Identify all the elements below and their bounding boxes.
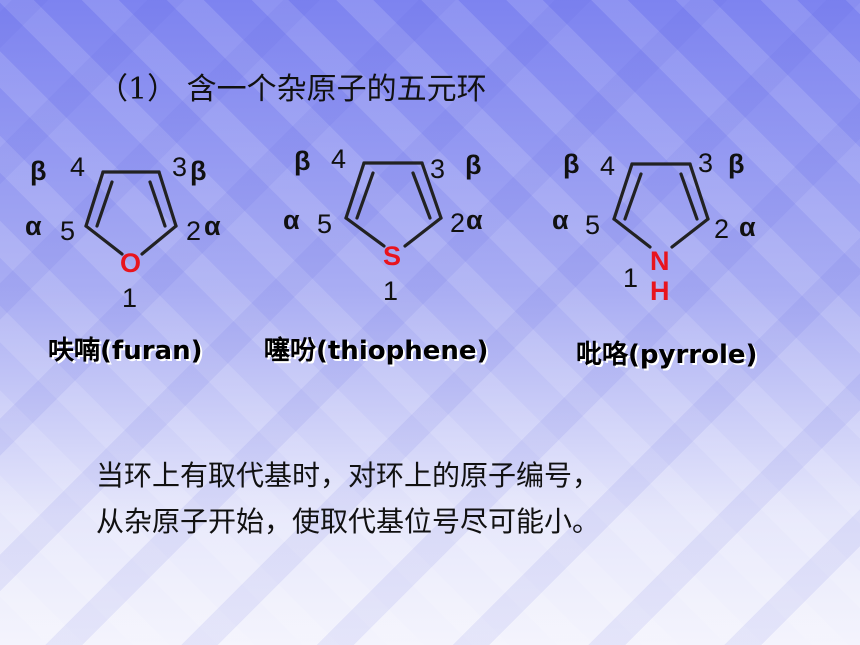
thiophene-sulfur-atom: S: [383, 241, 402, 271]
pyrrole-number-4: 4: [600, 151, 616, 181]
furan-oxygen-atom: O: [120, 248, 142, 278]
furan-ring: [84, 170, 178, 256]
thiophene-beta-right: β: [465, 150, 482, 180]
thiophene-number-4: 4: [331, 144, 347, 174]
furan-number-5: 5: [60, 216, 76, 246]
furan-name: 呋喃(furan): [48, 336, 203, 366]
pyrrole-alpha-right: α: [739, 212, 756, 242]
pyrrole-number-5: 5: [585, 210, 601, 240]
pyrrole-alpha-left: α: [552, 205, 569, 235]
thiophene-beta-left: β: [294, 146, 311, 176]
pyrrole-beta-left: β: [563, 149, 580, 179]
thiophene-alpha-left: α: [283, 205, 300, 235]
furan-beta-left: β: [30, 156, 47, 186]
thiophene-alpha-right: α: [466, 205, 483, 235]
thiophene-name: 噻吩(thiophene): [264, 336, 489, 366]
thiophene-number-1: 1: [383, 276, 399, 306]
furan-alpha-left: α: [25, 211, 42, 241]
furan-number-1: 1: [122, 283, 138, 313]
furan-alpha-right: α: [204, 211, 221, 241]
thiophene-number-2: 2: [450, 208, 466, 238]
pyrrole-beta-right: β: [728, 149, 745, 179]
pyrrole-number-2: 2: [714, 214, 730, 244]
pyrrole-nitrogen-atom: N: [650, 246, 670, 276]
furan-number-3: 3: [172, 152, 188, 182]
note-line-2: 从杂原子开始，使取代基位号尽可能小。: [96, 505, 601, 538]
note-line-1: 当环上有取代基时，对环上的原子编号，: [96, 459, 601, 492]
thiophene-number-3: 3: [430, 154, 446, 184]
pyrrole-name: 吡咯(pyrrole): [576, 340, 758, 370]
slide-title: （1） 含一个杂原子的五元环: [98, 72, 487, 107]
pyrrole-number-1: 1: [623, 263, 639, 293]
furan-beta-right: β: [190, 156, 207, 186]
pyrrole-ring: [612, 162, 710, 249]
furan-number-4: 4: [70, 152, 86, 182]
thiophene-number-5: 5: [317, 209, 333, 239]
pyrrole-number-3: 3: [698, 148, 714, 178]
thiophene-ring: [344, 161, 443, 248]
furan-number-2: 2: [186, 216, 202, 246]
pyrrole-hydrogen-atom: H: [650, 276, 670, 306]
